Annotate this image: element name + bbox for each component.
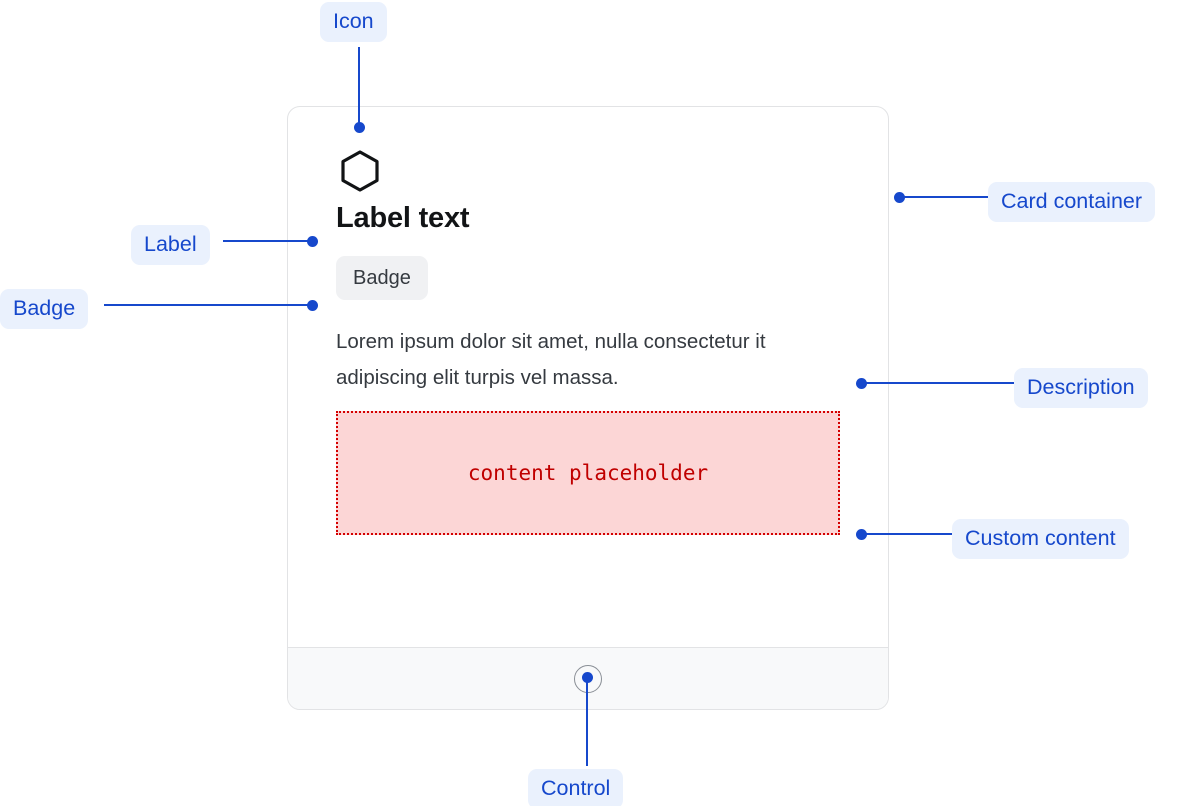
annotation-label-line — [223, 240, 315, 243]
annotation-icon-label: Icon — [320, 2, 387, 42]
annotation-description-line — [861, 382, 1015, 385]
annotation-icon-dot — [354, 122, 365, 133]
custom-content-placeholder: content placeholder — [336, 410, 840, 535]
annotation-description-label: Description — [1014, 368, 1148, 408]
card-body: Label text Badge Lorem ipsum dolor sit a… — [288, 107, 888, 649]
card-label: Label text — [336, 202, 470, 234]
annotation-card-container-line — [899, 196, 989, 199]
annotation-label-label: Label — [131, 225, 210, 265]
card-description: Lorem ipsum dolor sit amet, nulla consec… — [336, 329, 766, 390]
annotation-icon-line — [358, 47, 361, 127]
annotation-card-container-label: Card container — [988, 182, 1156, 222]
annotation-badge-line — [104, 304, 315, 307]
annotation-badge-dot — [307, 300, 318, 311]
annotation-control-line — [586, 677, 589, 766]
annotation-custom-content-line — [861, 533, 953, 536]
annotation-badge-label: Badge — [0, 289, 89, 329]
card-badge: Badge — [336, 255, 428, 300]
annotation-control-label: Control — [528, 769, 624, 806]
annotation-custom-content-label: Custom content — [952, 519, 1129, 559]
placeholder-label: content placeholder — [467, 460, 709, 485]
hexagon-icon — [341, 150, 379, 192]
annotation-label-dot — [307, 236, 318, 247]
card-container[interactable]: Label text Badge Lorem ipsum dolor sit a… — [287, 106, 889, 710]
